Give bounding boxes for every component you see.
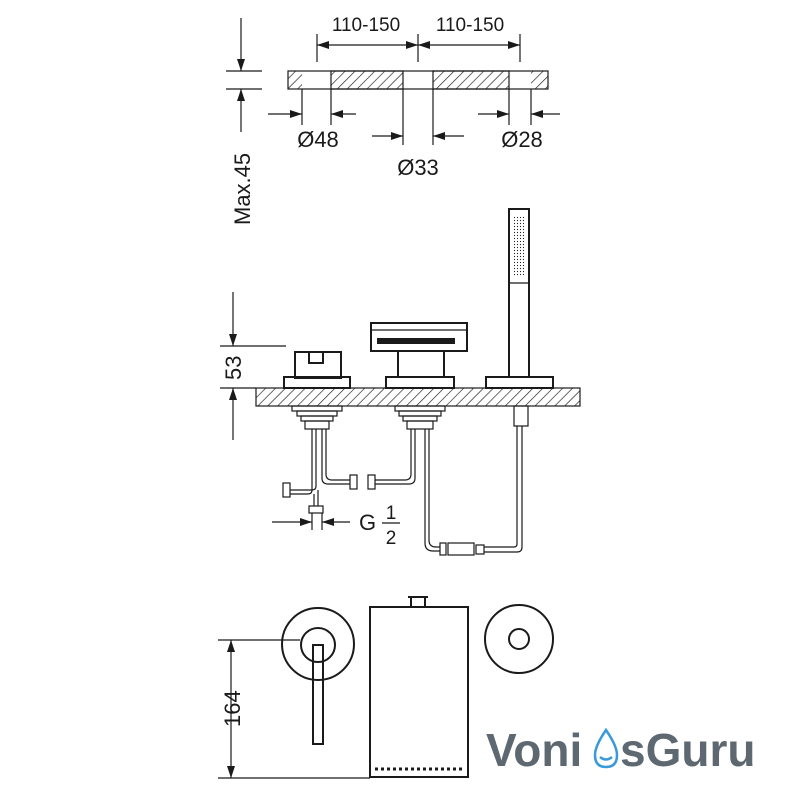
watermark-logo: Voni sGuru [486,724,755,776]
deck-section-top [287,70,549,90]
diameter-dimension-center: Ø33 [372,132,464,180]
deck-section-side [255,387,581,407]
watermark-text-part1: Voni [486,724,582,776]
watermark-text-part2: sGuru [620,724,755,776]
diameter-label-center: Ø33 [397,155,439,180]
thread-numerator: 1 [386,503,397,524]
height-label-53: 53 [221,356,246,380]
height-label-164: 164 [220,690,245,727]
diameter-dimension-left: Ø48 [268,110,356,152]
spout-side-view [367,322,468,556]
diameter-label-right: Ø28 [501,127,543,152]
thread-prefix: G [359,510,376,535]
thickness-dimension: Max.45 [226,18,262,225]
spout-front-view [369,596,469,778]
spacing-label-right: 110-150 [436,15,504,36]
thickness-label: Max.45 [230,153,255,225]
water-drop-icon [593,727,619,769]
shower-holder-front-view [484,604,554,674]
thread-denominator: 2 [386,528,397,549]
thread-dimension: G 1 2 [272,503,400,549]
diameter-dimension-right: Ø28 [478,110,560,152]
spacing-label-left: 110-150 [332,15,400,36]
height-dimension-53: 53 [220,292,286,440]
mixer-side-view [282,351,358,514]
mixer-front-view [281,607,355,745]
spacing-dimension-right: 110-150 [418,15,521,62]
spacing-dimension-left: 110-150 [316,15,419,62]
height-dimension-164: 164 [218,639,370,779]
diameter-label-left: Ø48 [297,127,339,152]
hand-shower-side-view [447,208,554,556]
